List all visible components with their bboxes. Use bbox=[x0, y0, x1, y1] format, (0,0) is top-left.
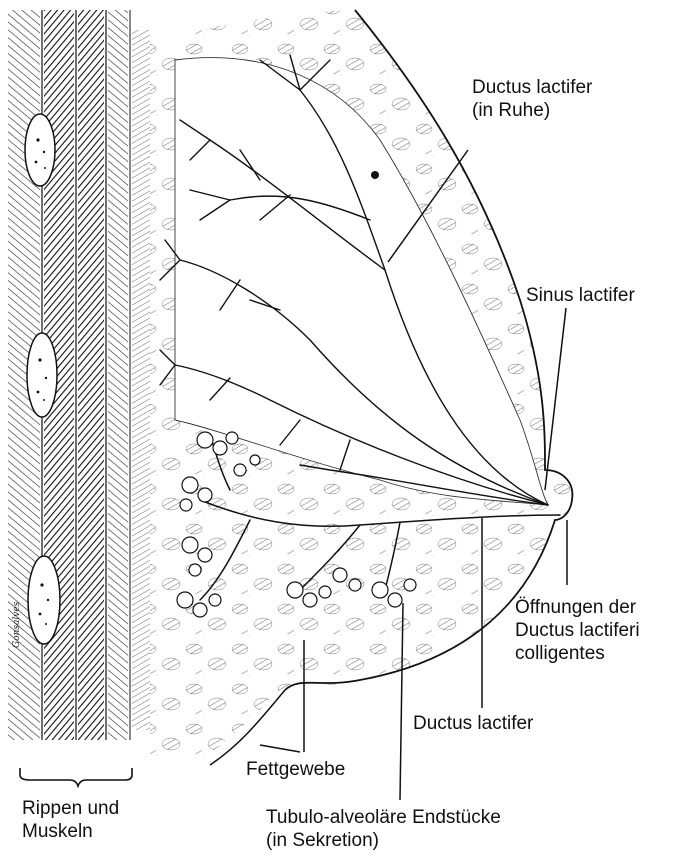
brace bbox=[20, 768, 132, 786]
label-sinus-lactifer: Sinus lactifer bbox=[526, 284, 635, 307]
artist-signature: Gonsalves bbox=[12, 602, 22, 648]
label-fettgewebe: Fettgewebe bbox=[246, 758, 345, 781]
label-tubulo-alveolaere-endstuecke: Tubulo-alveoläre Endstücke (in Sekretion… bbox=[266, 806, 501, 852]
label-oeffnungen: Öffnungen der Ductus lactiferi colligent… bbox=[515, 596, 640, 665]
label-ductus-lactifer-ruhe: Ductus lactifer (in Ruhe) bbox=[472, 76, 592, 122]
label-rippen-und-muskeln: Rippen und Muskeln bbox=[22, 797, 119, 843]
label-ductus-lactifer: Ductus lactifer bbox=[413, 712, 533, 735]
chest-wall bbox=[8, 10, 150, 740]
